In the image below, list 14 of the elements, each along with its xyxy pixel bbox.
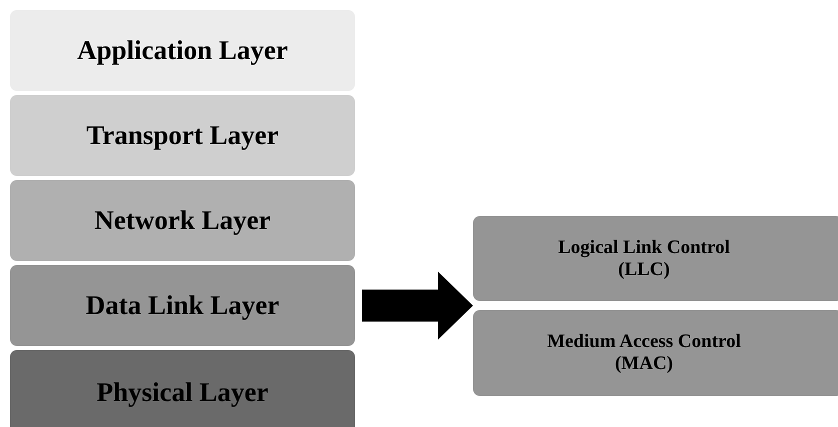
- layer-box: [10, 180, 355, 261]
- layer-box: [473, 310, 838, 396]
- layer-label: Data Link Layer: [86, 290, 280, 322]
- layer-label: Transport Layer: [86, 120, 279, 152]
- layer-label: Network Layer: [94, 204, 271, 236]
- layer-label: Application Layer: [77, 34, 288, 66]
- layer-box: [10, 265, 355, 346]
- block-arrow: [362, 272, 473, 340]
- layer-box: [473, 216, 838, 301]
- layer-box: [10, 350, 355, 427]
- layer-box: [10, 95, 355, 176]
- layer-label: Logical Link Control (LLC): [557, 236, 731, 280]
- layer-label: Medium Access Control (MAC): [546, 331, 742, 375]
- layer-label: Physical Layer: [96, 376, 268, 408]
